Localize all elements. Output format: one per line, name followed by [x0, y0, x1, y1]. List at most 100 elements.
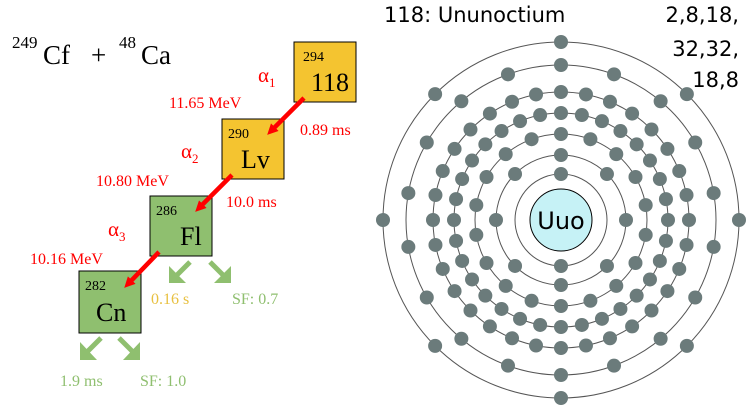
- cn-sf-branch: 1.9 ms SF: 1.0: [60, 336, 186, 390]
- electron-shell-5: [447, 141, 462, 156]
- electron-shell-3: [583, 132, 598, 147]
- fl-sf-arrowhead-left: [169, 266, 186, 283]
- electron-shell-5: [435, 261, 450, 276]
- element-title: 118: Ununoctium: [384, 3, 565, 27]
- electron-shell-5: [463, 303, 478, 318]
- alpha-1-energy: 11.65 MeV: [169, 95, 242, 112]
- nucleus: [529, 188, 593, 252]
- fl-sf-ratio: SF: 0.7: [232, 291, 278, 308]
- reaction-equation: 249 Cf + 48 Ca: [12, 33, 171, 70]
- electron-shell-6: [607, 67, 622, 82]
- electron-shell-4: [554, 320, 568, 334]
- electron-shell-6: [419, 290, 434, 305]
- electron-shell-5: [644, 303, 659, 318]
- electron-shell-4: [613, 301, 628, 316]
- nuclide-cn-mass: 282: [85, 279, 106, 294]
- nuclide-118-symbol: 118: [311, 68, 349, 97]
- alpha-2-energy: 10.80 MeV: [96, 173, 169, 190]
- electron-shell-3: [554, 127, 568, 141]
- electron-shell-5: [660, 284, 675, 299]
- electron-shell-5: [529, 87, 544, 102]
- electron-shell-4: [449, 233, 464, 248]
- alpha-2-label: α2: [181, 139, 199, 166]
- electron-shell-5: [578, 338, 593, 353]
- electron-shell-4: [494, 301, 509, 316]
- cn-sf-arrow-left: [86, 336, 103, 353]
- electron-shell-2: [599, 258, 614, 273]
- electron-shell-3: [469, 198, 484, 213]
- electron-shell-7: [376, 213, 390, 227]
- electron-shell-5: [529, 338, 544, 353]
- electron-shell-5: [463, 122, 478, 137]
- nuclide-118-mass: 294: [303, 50, 324, 65]
- electron-shell-6: [706, 186, 721, 201]
- electron-shell-3: [638, 198, 653, 213]
- electron-shell-2: [619, 213, 633, 227]
- electron-shell-5: [428, 188, 443, 203]
- electron-shell-3: [609, 278, 624, 293]
- target-symbol: Cf: [43, 40, 70, 70]
- electron-shell-5: [428, 237, 443, 252]
- electron-shell-6: [607, 358, 622, 373]
- alpha-2-arrow: [195, 173, 234, 212]
- electron-shell-6: [401, 186, 416, 201]
- electron-shell-4: [513, 114, 528, 129]
- electron-shell-2: [508, 167, 523, 182]
- electron-shell-5: [554, 85, 568, 99]
- cn-sf-arrowhead-right: [123, 342, 140, 360]
- electron-shell-4: [455, 172, 470, 187]
- electron-shell-5: [578, 87, 593, 102]
- electron-shell-4: [494, 124, 509, 139]
- electron-shell-4: [652, 172, 667, 187]
- electron-shell-5: [660, 141, 675, 156]
- electron-shell-3: [498, 278, 513, 293]
- nuclide-lv-symbol: Lv: [241, 145, 270, 174]
- electron-shell-5: [426, 213, 440, 227]
- electron-shell-5: [625, 106, 640, 121]
- electron-shell-5: [505, 331, 520, 346]
- electron-shell-3: [628, 256, 643, 270]
- electron-shell-7: [732, 213, 746, 227]
- electron-shell-3: [524, 132, 539, 147]
- cn-halflife: 1.9 ms: [60, 373, 103, 390]
- electron-shell-5: [644, 122, 659, 137]
- electron-shell-5: [672, 261, 687, 276]
- electron-shell-4: [465, 153, 480, 168]
- electron-shell-4: [455, 253, 470, 268]
- nuclide-cn-symbol: Cn: [96, 298, 126, 327]
- electron-shell-1: [554, 259, 568, 273]
- electron-shell-4: [629, 137, 644, 152]
- electron-shell-2: [554, 148, 568, 162]
- fl-sf-arrow-left: [175, 260, 192, 277]
- electron-shell-3: [583, 293, 598, 308]
- electron-shell-6: [688, 290, 703, 305]
- electron-shell-2: [508, 258, 523, 273]
- electron-shell-5: [482, 106, 497, 121]
- electron-shell-5: [679, 188, 694, 203]
- electron-shell-3: [479, 256, 494, 270]
- electron-shell-4: [661, 213, 675, 227]
- electron-shell-5: [435, 164, 450, 179]
- electron-shell-2: [489, 213, 503, 227]
- alpha-1-label: α1: [258, 63, 276, 90]
- electron-shell-4: [478, 137, 493, 152]
- electron-shell-3: [628, 170, 643, 184]
- electron-shell-6: [419, 135, 434, 150]
- electron-shell-4: [574, 108, 589, 123]
- electron-shell-6: [454, 94, 469, 109]
- electron-shell-5: [672, 164, 687, 179]
- electron-shell-3: [554, 299, 568, 313]
- electron-shell-7: [679, 338, 694, 353]
- electron-shell-7: [428, 87, 443, 102]
- cn-sf-ratio: SF: 1.0: [140, 373, 186, 390]
- nuclide-fl-mass: 286: [156, 204, 177, 219]
- electron-shell-7: [428, 338, 443, 353]
- electron-shell-6: [454, 331, 469, 346]
- electron-shell-5: [625, 319, 640, 334]
- electron-shell-6: [688, 135, 703, 150]
- electron-shell-6: [554, 58, 568, 72]
- shell-config-line-2: 32,32,: [672, 37, 739, 61]
- shell-config-line-1: 2,8,18,: [666, 3, 739, 27]
- electron-shell-7: [554, 35, 568, 49]
